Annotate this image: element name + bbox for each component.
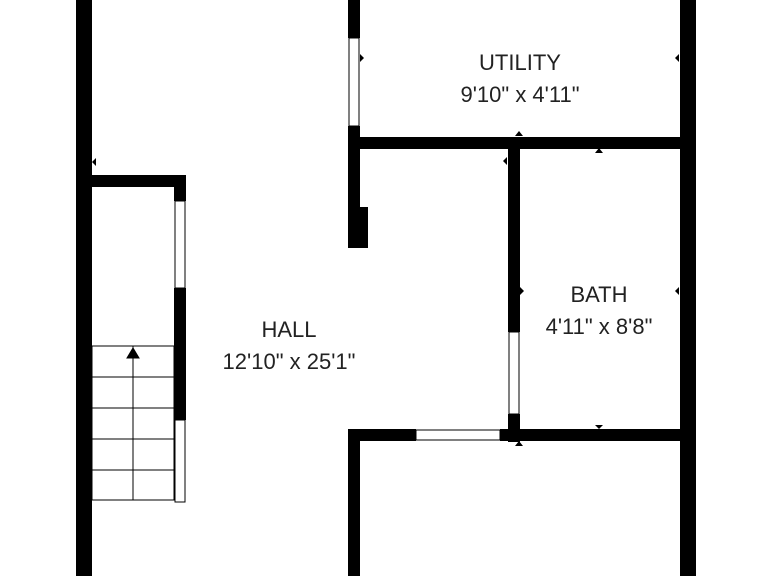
tick-marker (595, 425, 603, 429)
wall-bath-bottom (500, 429, 696, 441)
tick-marker (675, 54, 679, 62)
door-lower-room (415, 429, 501, 441)
door-utility (348, 37, 360, 127)
wall-stair-right-top (174, 175, 186, 201)
stair-arrow-icon (126, 347, 140, 359)
tick-marker (360, 54, 364, 62)
door-stair (174, 200, 186, 289)
tick-marker (515, 441, 523, 446)
wall-lower-left-piece (348, 429, 416, 441)
room-dims-utility: 9'10" x 4'11" (460, 82, 579, 107)
tick-marker (520, 287, 524, 295)
openings (174, 37, 520, 503)
room-name-hall: HALL (261, 317, 316, 342)
tick-marker (515, 131, 523, 136)
wall-left-outer (76, 0, 92, 576)
wall-hall-stub-thick (348, 207, 368, 248)
wall-utility-left-top (348, 0, 360, 38)
wall-utility-bottom (348, 137, 696, 149)
tick-marker (92, 158, 96, 166)
wall-right-outer (680, 0, 696, 576)
room-name-bath: BATH (570, 282, 627, 307)
room-dims-bath: 4'11" x 8'8" (546, 314, 653, 339)
tick-marker (595, 148, 603, 153)
door-bath (508, 331, 520, 415)
dimension-ticks (92, 54, 679, 446)
room-dims-hall: 12'10" x 25'1" (223, 349, 356, 374)
tick-marker (503, 157, 507, 165)
walls (76, 0, 696, 576)
stair-rail-bottom (174, 419, 186, 503)
room-name-utility: UTILITY (479, 50, 561, 75)
stairs (91, 345, 175, 501)
wall-stair-right-middle (174, 288, 186, 420)
wall-stair-top (76, 175, 186, 187)
wall-lower-room-left (348, 429, 360, 576)
tick-marker (675, 287, 679, 295)
wall-bath-left-top (508, 144, 520, 332)
